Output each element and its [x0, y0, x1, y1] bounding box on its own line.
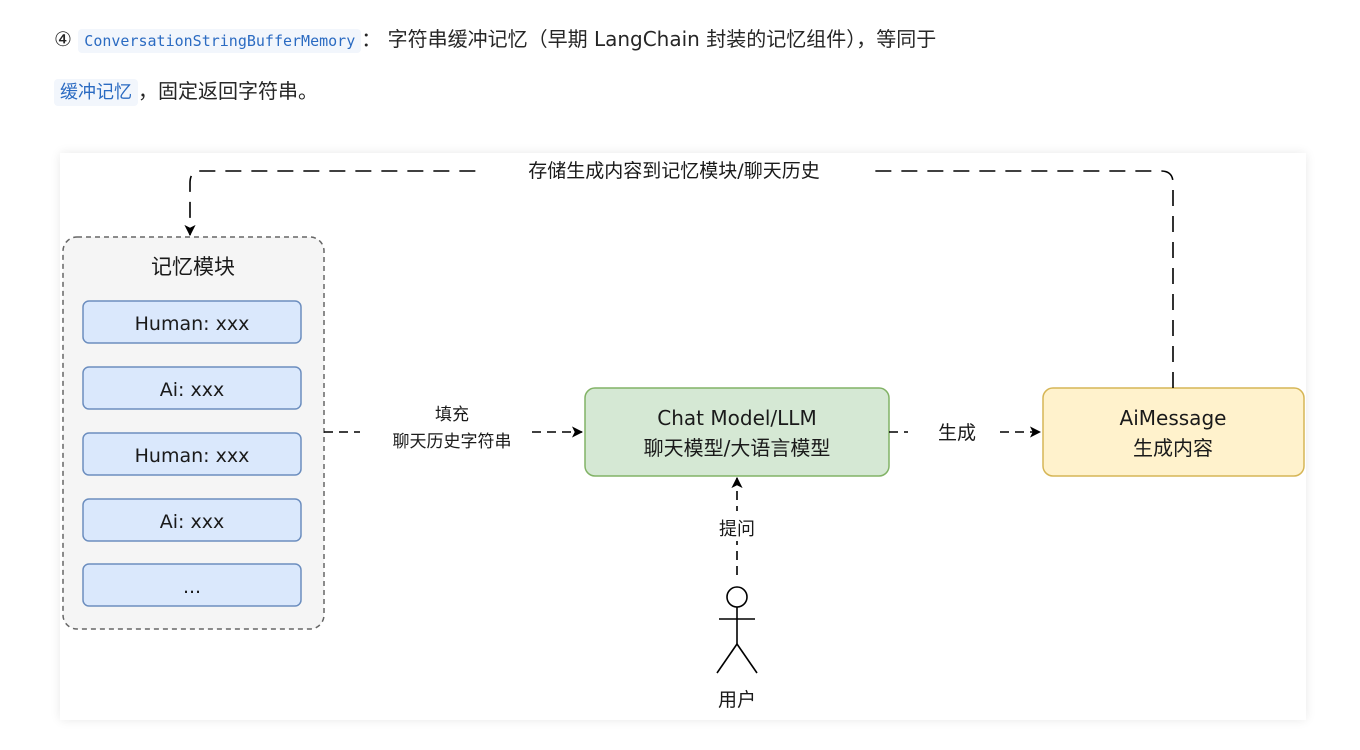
fill-label-2: 聊天历史字符串	[393, 432, 512, 452]
svg-text:Human: xxx: Human: xxx	[135, 445, 250, 467]
memory-item: Human: xxx	[82, 432, 302, 476]
svg-text:AiMessage: AiMessage	[1120, 406, 1227, 430]
ai-message-box: AiMessage 生成内容	[1042, 387, 1305, 477]
paragraph-text-1: ： 字符串缓冲记忆（早期 LangChain 封装的记忆组件），等同于	[361, 27, 937, 51]
svg-text:Human: xxx: Human: xxx	[135, 313, 250, 335]
generate-label: 生成	[938, 422, 976, 444]
memory-item: Ai: xxx	[82, 366, 302, 410]
paragraph: ④ ConversationStringBufferMemory： 字符串缓冲记…	[54, 14, 1324, 118]
inline-highlight: 缓冲记忆	[54, 79, 138, 106]
inline-code: ConversationStringBufferMemory	[78, 29, 362, 53]
svg-text:Ai: xxx: Ai: xxx	[160, 511, 224, 533]
memory-item: ...	[82, 563, 302, 607]
svg-text:Ai: xxx: Ai: xxx	[160, 379, 224, 401]
store-label: 存储生成内容到记忆模块/聊天历史	[528, 160, 819, 182]
user-label: 用户	[718, 689, 756, 711]
svg-text:Chat Model/LLM: Chat Model/LLM	[657, 406, 816, 430]
memory-item: Ai: xxx	[82, 498, 302, 542]
diagram-canvas: 记忆模块 Human: xxx Ai: xxx Human: xxx Ai: x…	[60, 153, 1306, 720]
fill-label-1: 填充	[435, 405, 469, 425]
diagram-svg: 记忆模块 Human: xxx Ai: xxx Human: xxx Ai: x…	[62, 157, 1305, 711]
svg-text:...: ...	[183, 576, 201, 598]
ask-label: 提问	[719, 519, 755, 540]
paragraph-text-2: ，固定返回字符串。	[138, 79, 318, 103]
store-loop-arrow	[184, 170, 1174, 388]
memory-item: Human: xxx	[82, 300, 302, 344]
chat-model-box: Chat Model/LLM 聊天模型/大语言模型	[584, 387, 890, 477]
svg-text:生成内容: 生成内容	[1133, 436, 1213, 460]
list-marker: ④	[54, 27, 72, 51]
svg-text:聊天模型/大语言模型: 聊天模型/大语言模型	[644, 436, 831, 460]
user-icon	[716, 586, 758, 674]
memory-title: 记忆模块	[151, 255, 235, 279]
